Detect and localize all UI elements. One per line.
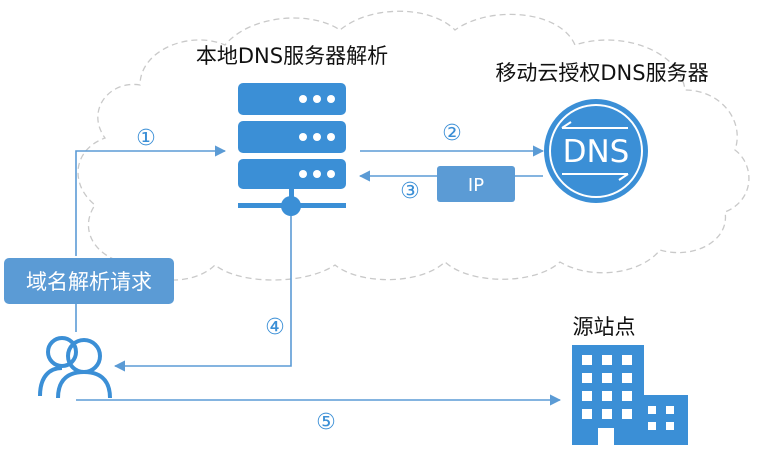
ip-label: IP: [468, 175, 484, 196]
step-2-marker: ②: [442, 121, 462, 146]
cloud-outline: [77, 10, 750, 281]
request-label: 域名解析请求: [26, 270, 152, 294]
step-3-marker: ③: [400, 179, 420, 204]
server-stack-icon: [238, 83, 346, 216]
dns-server-icon: DNS: [544, 99, 648, 203]
request-box: 域名解析请求: [4, 258, 174, 304]
auth-dns-title: 移动云授权DNS服务器: [495, 61, 708, 85]
building-icon: [572, 345, 688, 445]
arrow-step4: [113, 216, 292, 372]
arrow-step1: [75, 145, 227, 256]
step-1-marker: ①: [136, 126, 156, 151]
dns-badge-text: DNS: [563, 134, 630, 170]
origin-title: 源站点: [573, 315, 636, 339]
users-icon: [38, 336, 112, 399]
step-5-marker: ⑤: [316, 410, 336, 435]
ip-box: IP: [437, 166, 515, 202]
local-dns-title: 本地DNS服务器解析: [196, 44, 388, 68]
step-4-marker: ④: [265, 315, 285, 340]
